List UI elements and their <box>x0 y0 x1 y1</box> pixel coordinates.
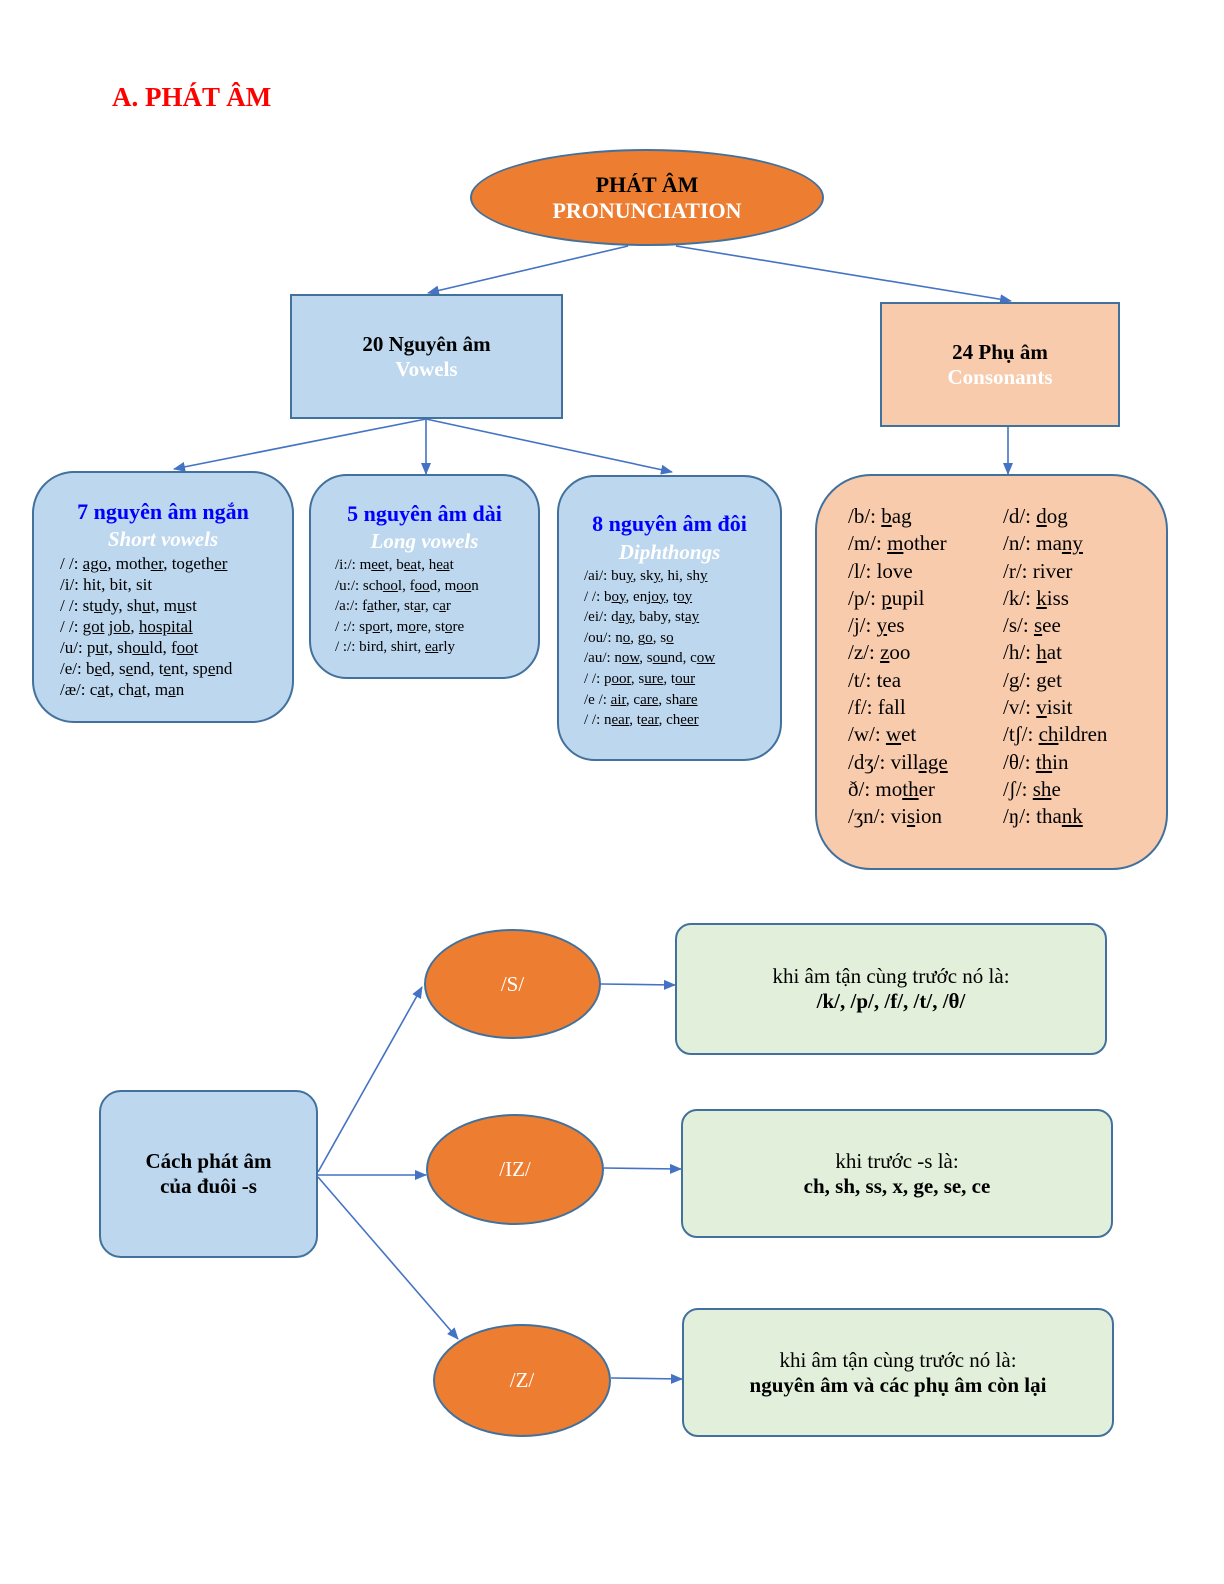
long-vowel-row: /a:/: father, star, car <box>335 598 451 614</box>
long-vowel-row: / :/: sport, more, store <box>335 618 465 635</box>
consonant-row: /tʃ/: children <box>1003 722 1108 747</box>
ending-iz-node: /IZ/ <box>426 1114 604 1225</box>
consonants-node: 24 Phụ âm Consonants <box>880 302 1120 427</box>
arrow-iz-to-rule <box>603 1163 682 1174</box>
root-line1: PHÁT ÂM <box>595 171 699 197</box>
rule-z-line2: nguyên âm và các phụ âm còn lại <box>749 1372 1047 1397</box>
consonant-row: /r/: river <box>1003 558 1073 583</box>
consonant-row: /n/: many <box>1003 531 1083 556</box>
consonants-title: 24 Phụ âm <box>952 339 1048 364</box>
arrow-source-to-s <box>317 986 423 1173</box>
rule-s-node: khi âm tận cùng trước nó là: /k/, /p/, /… <box>675 923 1107 1055</box>
consonant-row: /g/: get <box>1003 667 1062 692</box>
consonant-row: /h/: hat <box>1003 640 1062 665</box>
vowels-node: 20 Nguyên âm Vowels <box>290 294 563 419</box>
short-vowel-row: / /: study, shut, must <box>60 596 197 615</box>
ending-z-label: /Z/ <box>509 1368 535 1392</box>
consonant-row: /z/: zoo <box>848 640 911 665</box>
vowels-subtitle: Vowels <box>395 356 458 381</box>
consonant-row: /b/: bag <box>848 504 912 528</box>
consonant-row: /dʒ/: village <box>848 749 948 774</box>
vowels-title: 20 Nguyên âm <box>362 331 491 356</box>
arrow-vowels-to-short <box>173 418 427 472</box>
consonant-row: /j/: yes <box>848 613 905 638</box>
diphthong-row: / /: near, tear, cheer <box>584 712 699 729</box>
arrow-z-to-rule <box>610 1373 683 1384</box>
ending-z-node: /Z/ <box>433 1324 611 1437</box>
long-vowels-node: 5 nguyên âm dài Long vowels /i:/: meet, … <box>309 474 540 679</box>
consonant-row: ð/: mother <box>848 776 935 801</box>
rule-s-line2: /k/, /p/, /f/, /t/, /θ/ <box>816 989 966 1013</box>
arrow-root-to-vowels <box>427 245 629 296</box>
diphthongs-title: 8 nguyên âm đôi <box>592 511 747 536</box>
diphthong-row: /au/: now, sound, cow <box>584 650 716 667</box>
consonant-row: /f/: fall <box>848 695 906 720</box>
diphthongs-subtitle: Diphthongs <box>618 540 721 564</box>
page-heading: A. PHÁT ÂM <box>112 82 272 112</box>
rule-z-line1: khi âm tận cùng trước nó là: <box>779 1347 1017 1372</box>
consonant-row: /m/: mother <box>848 531 947 556</box>
consonant-row: /ʒn/: vision <box>848 804 942 829</box>
short-vowel-row: / /: ago, mother, together <box>60 554 228 573</box>
diphthong-row: /ou/: no, go, so <box>584 629 674 646</box>
arrow-root-to-consonants <box>675 245 1012 305</box>
rule-iz-node: khi trước -s là: ch, sh, ss, x, ge, se, … <box>681 1109 1113 1238</box>
short-vowel-row: /i/: hit, bit, sit <box>60 575 153 594</box>
consonants-left-column: /b/: bag/m/: mother/l/: love/p/: pupil/j… <box>848 503 948 831</box>
consonant-row: /k/: kiss <box>1003 585 1069 610</box>
consonant-row: /w/: wet <box>848 722 917 747</box>
arrow-source-to-z <box>317 1176 459 1340</box>
short-vowel-row: /e/: bed, send, tent, spend <box>60 659 233 678</box>
consonants-right-column: /d/: dog/n/: many/r/: river/k/: kiss/s/:… <box>1003 503 1107 831</box>
consonant-row: /v/: visit <box>1003 695 1073 720</box>
short-vowels-subtitle: Short vowels <box>107 527 219 551</box>
short-vowel-row: /æ/: cat, chat, man <box>60 680 185 699</box>
consonant-row: /s/: see <box>1003 613 1061 638</box>
rule-iz-line2: ch, sh, ss, x, ge, se, ce <box>803 1173 991 1198</box>
diphthongs-node: 8 nguyên âm đôi Diphthongs /ai/: buy, sk… <box>557 475 782 761</box>
arrow-s-to-rule <box>600 979 676 990</box>
s-ending-source-line1: Cách phát âm <box>145 1149 272 1173</box>
consonant-row: /θ/: thin <box>1003 749 1069 774</box>
consonants-subtitle: Consonants <box>947 364 1053 389</box>
s-ending-source-line2: của đuôi -s <box>160 1174 257 1198</box>
ending-s-label: /S/ <box>500 971 525 996</box>
short-vowel-row: /u/: put, should, foot <box>60 638 199 657</box>
diphthongs-list: /ai/: buy, sky, hi, shy / /: boy, enjoy, … <box>584 566 715 731</box>
rule-s-line1: khi âm tận cùng trước nó là: <box>772 964 1010 988</box>
s-ending-source-node: Cách phát âm của đuôi -s <box>99 1090 318 1258</box>
arrow-vowels-to-diphthongs <box>425 418 673 475</box>
short-vowels-list: / /: ago, mother, together/i/: hit, bit,… <box>60 553 232 700</box>
long-vowel-row: / :/: bird, shirt, early <box>335 639 455 655</box>
diphthong-row: /e /: air, care, share <box>584 691 698 708</box>
diphthong-row: / /: poor, sure, tour <box>584 670 696 687</box>
long-vowels-subtitle: Long vowels <box>370 529 479 553</box>
long-vowel-row: /i:/: meet, beat, heat <box>335 557 454 573</box>
consonant-row: /l/: love <box>848 558 913 583</box>
ending-s-node: /S/ <box>424 929 601 1039</box>
short-vowel-row: / /: got job, hospital <box>60 617 193 636</box>
ending-iz-label: /IZ/ <box>499 1157 531 1181</box>
short-vowels-node: 7 nguyên âm ngắn Short vowels / /: ago, … <box>32 471 294 723</box>
short-vowels-title: 7 nguyên âm ngắn <box>77 499 249 524</box>
consonant-row: /d/: dog <box>1003 504 1068 528</box>
long-vowels-list: /i:/: meet, beat, heat/u:/: school, food… <box>335 555 479 658</box>
rule-z-node: khi âm tận cùng trước nó là: nguyên âm v… <box>682 1308 1114 1437</box>
rule-iz-line1: khi trước -s là: <box>835 1148 959 1173</box>
root-line2: PRONUNCIATION <box>552 197 742 223</box>
consonant-row: /ŋ/: thank <box>1003 804 1083 829</box>
diphthong-row: /ei/: day, baby, stay <box>584 609 700 626</box>
consonant-row: /ʃ/: she <box>1003 776 1061 801</box>
consonant-row: /p/: pupil <box>848 585 925 610</box>
long-vowel-row: /u:/: school, food, moon <box>335 577 479 594</box>
consonant-row: /t/: tea <box>848 667 902 692</box>
diphthong-row: /ai/: buy, sky, hi, shy <box>584 568 708 584</box>
consonants-list-node: /b/: bag/m/: mother/l/: love/p/: pupil/j… <box>815 474 1168 870</box>
long-vowels-title: 5 nguyên âm dài <box>347 501 502 526</box>
root-node: PHÁT ÂM PRONUNCIATION <box>470 149 824 246</box>
diphthong-row: / /: boy, enjoy, toy <box>584 588 693 605</box>
